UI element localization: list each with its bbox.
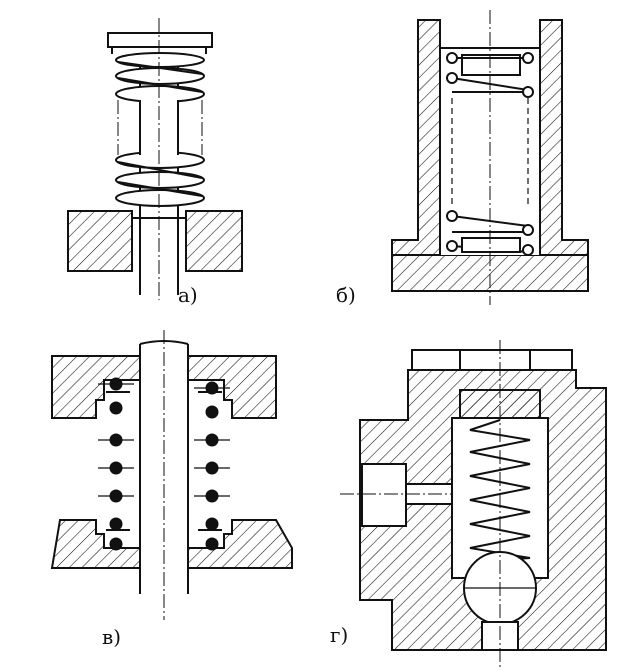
panel-b-label: б) bbox=[336, 283, 356, 307]
panel-v-drawing bbox=[50, 330, 293, 620]
panel-a-drawing bbox=[67, 18, 243, 300]
panel-v-label: в) bbox=[102, 625, 121, 649]
panel-a-label: а) bbox=[178, 283, 198, 307]
panel-g-label: г) bbox=[330, 623, 348, 647]
panel-b-drawing bbox=[391, 10, 589, 305]
panel-g-drawing bbox=[340, 340, 607, 668]
